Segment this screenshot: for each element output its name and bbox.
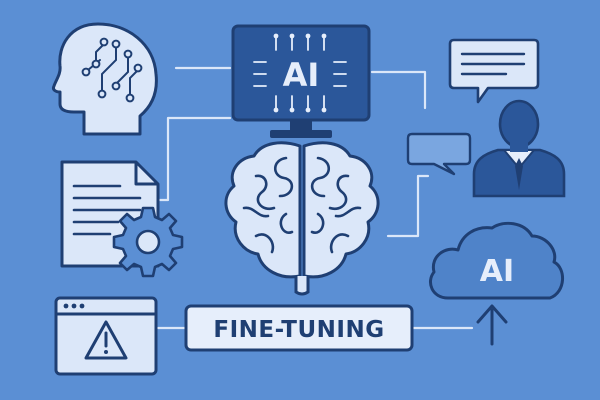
small-chat-bubble-icon	[408, 134, 470, 174]
connector-monitor-to-bubble	[372, 72, 425, 108]
fine-tuning-label: FINE-TUNING	[213, 317, 384, 343]
fine-tuning-banner: FINE-TUNING	[186, 306, 412, 350]
connector-document-to-brain	[158, 118, 230, 200]
businessman-icon	[474, 101, 564, 196]
head-circuit-icon	[53, 24, 156, 134]
monitor-ai-label: AI	[283, 56, 320, 94]
gear-icon	[114, 208, 182, 276]
connector-brain-to-cloud	[388, 176, 428, 236]
ai-monitor-icon: AI	[233, 26, 369, 138]
speech-bubble-icon	[450, 40, 538, 102]
brain-icon	[226, 143, 378, 294]
up-arrow-icon	[478, 306, 506, 344]
browser-warning-icon	[56, 298, 156, 374]
cloud-ai-label: AI	[480, 254, 514, 289]
ai-cloud-icon: AI	[430, 223, 562, 298]
